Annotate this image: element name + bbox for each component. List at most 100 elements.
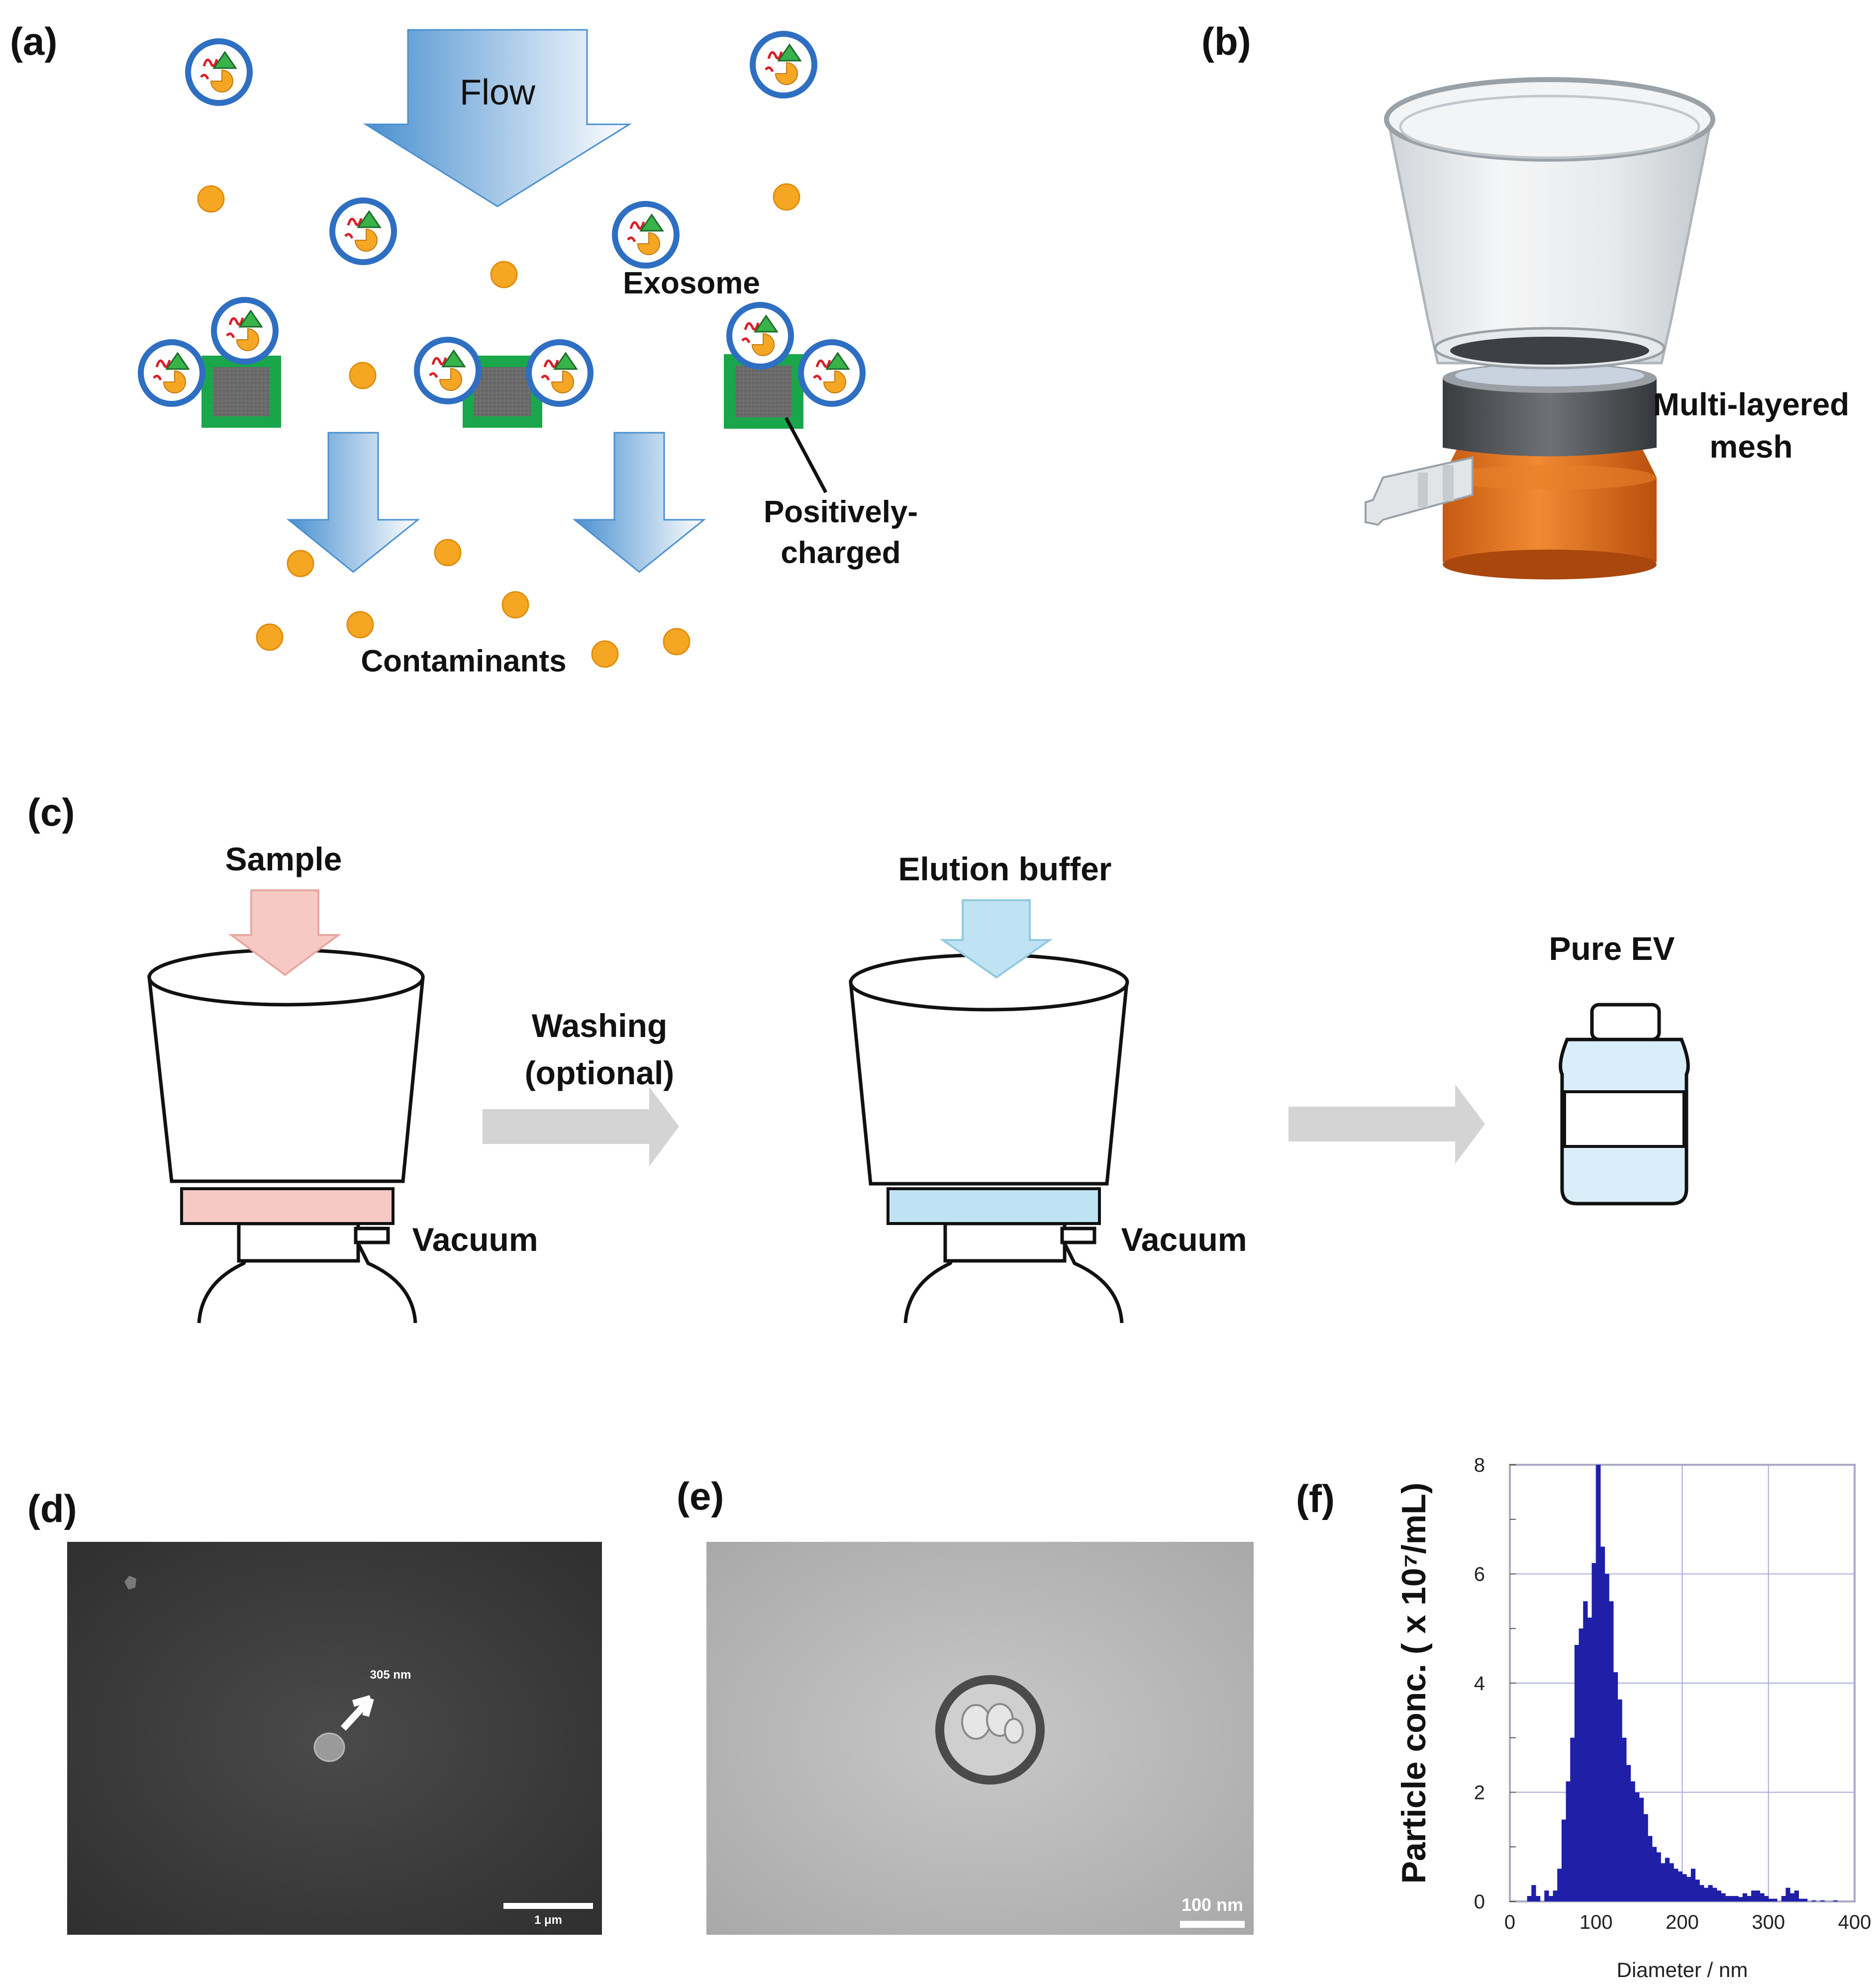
vacuum-label-1: Vacuum [412,1221,538,1258]
histogram-bar [1768,1898,1774,1901]
panel-d: (d) 305 nm 1 μm [27,1487,602,1935]
washing-label-line1: Washing [532,1007,668,1044]
vacuum-label-2: Vacuum [1121,1221,1247,1258]
output-arrow [1288,1084,1485,1164]
x-tick-label: 400 [1838,1911,1872,1933]
histogram-bar [1656,1852,1661,1901]
scale-label-d: 1 μm [534,1913,562,1927]
x-axis-label: Diameter / nm [1617,1958,1748,1982]
pointer-line [784,417,828,493]
panel-d-label: (d) [27,1487,77,1530]
sem-debris [124,1576,136,1590]
exosome-icon [729,305,791,367]
contaminant-particles-bottom [256,539,691,668]
exosome-icon [332,200,394,262]
washing-arrow [483,1087,679,1166]
flow-label: Flow [460,73,536,112]
histogram-bar [1803,1898,1808,1901]
histogram-bar [1725,1896,1730,1901]
histogram-bar [1652,1847,1657,1901]
histogram-bar [1622,1737,1627,1901]
histogram-bar [1738,1897,1743,1901]
histogram-bar [1708,1885,1713,1901]
histogram-bar [1751,1891,1756,1901]
histogram-bar [1579,1628,1583,1901]
histogram-bar [1798,1898,1803,1901]
histogram-bar [1755,1891,1761,1901]
histogram-bar [1833,1900,1838,1901]
histogram-bar [1773,1898,1777,1901]
pure-ev-bottle [1559,1003,1690,1206]
histogram-bar [1600,1546,1605,1901]
histogram-bar [1553,1891,1558,1901]
histogram-bar [1734,1896,1739,1901]
bead-2 [463,356,542,428]
filter-unit-elution [849,953,1129,1324]
histogram-bar [1591,1563,1596,1901]
elution-label: Elution buffer [898,851,1112,887]
exosome-icon [188,41,250,103]
down-arrow-right [572,432,706,573]
histogram-bar [1566,1781,1571,1901]
histogram-bar [1690,1869,1696,1901]
exosome-icon [529,342,591,404]
histogram-bar [1587,1617,1592,1901]
histogram-bar [1674,1869,1679,1901]
washing-label-line2: (optional) [525,1054,675,1091]
panel-c-label: (c) [27,790,75,834]
histogram-bar [1557,1869,1562,1901]
histogram-bar [1785,1888,1790,1901]
histogram-bar [1811,1900,1816,1901]
bead-1 [201,356,281,428]
histogram-bar [1764,1896,1769,1901]
size-annotation: 305 nm [370,1668,411,1682]
contaminant-particles-top [197,183,800,389]
histogram-bar [1678,1871,1683,1901]
panel-e-label: (e) [677,1474,724,1518]
histogram-bar [1669,1863,1674,1901]
scale-bar-d [503,1903,593,1909]
histogram-bar [1604,1574,1609,1901]
y-tick-label: 4 [1474,1673,1485,1695]
tem-vesicle-inner [961,1703,1024,1744]
histogram-bar [1695,1880,1700,1901]
exosome-icon [214,300,276,362]
sem-vesicle [313,1732,345,1762]
panel-a: (a) Flow Exosome [10,19,918,678]
histogram-bar [1820,1900,1825,1901]
histogram-bar [1747,1896,1752,1901]
x-tick-label: 100 [1580,1911,1613,1933]
histogram-bar [1609,1601,1614,1901]
panel-b: (b) Multi-layered mesh [1201,19,1849,579]
x-tick-label: 0 [1504,1911,1515,1933]
histogram-bar [1712,1888,1717,1901]
exosome-icon [417,340,479,401]
y-tick-label: 2 [1474,1782,1485,1804]
x-tick-label: 300 [1752,1911,1785,1933]
histogram-bar [1699,1885,1704,1901]
exosome-icon [801,342,863,404]
histogram-bar [1790,1893,1795,1901]
charged-label: charged [781,536,900,570]
elution-arrow [939,899,1053,979]
panel-c: (c) Sample Vacuum Washing (optional) Elu… [27,790,1690,1324]
exosome-label: Exosome [623,266,760,300]
histogram-bar [1716,1891,1722,1901]
flow-arrow [363,29,632,207]
y-tick-label: 6 [1474,1564,1485,1586]
histogram-bar [1781,1896,1786,1901]
y-axis-label: Particle conc. ( x 10⁷/mL) [1395,1483,1433,1884]
mesh-label-line2: mesh [1709,429,1792,465]
exosome-icon [141,342,202,404]
histogram-bar [1729,1896,1735,1901]
histogram-bar [1574,1645,1580,1901]
histogram-bar [1648,1836,1653,1901]
histogram-bar [1531,1885,1536,1901]
scale-bar-e [1180,1921,1245,1928]
sample-label: Sample [225,841,342,877]
histogram-bar [1686,1877,1691,1901]
histogram-bar [1548,1896,1554,1901]
bottle-top-filter [1365,77,1715,579]
